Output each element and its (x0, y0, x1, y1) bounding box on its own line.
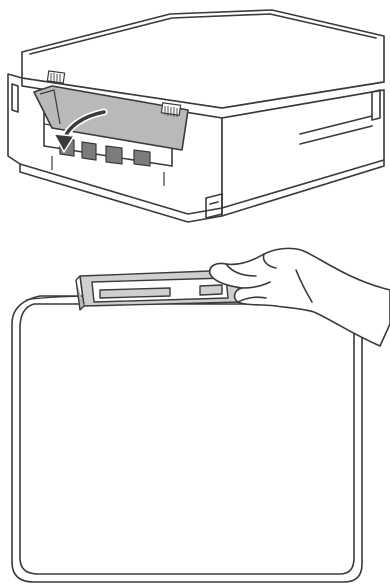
printer-rear-svg (0, 0, 390, 232)
paper-tray (12, 296, 362, 582)
step-2-paper-tray-illustration (0, 246, 390, 586)
step-1-printer-rear-illustration (0, 0, 390, 232)
paper-tray-svg (0, 246, 390, 586)
